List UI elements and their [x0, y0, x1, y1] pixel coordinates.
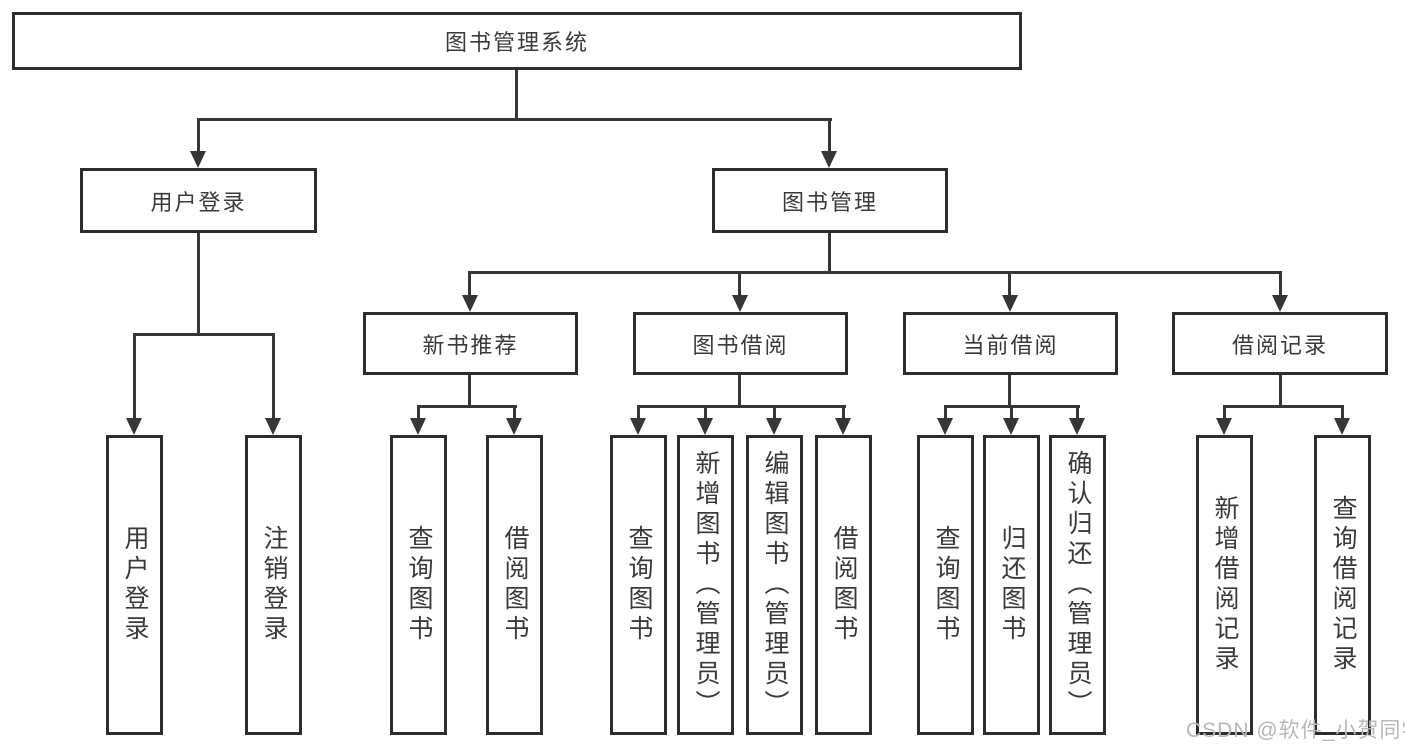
node-label: 编辑图书（管理员） [761, 450, 789, 720]
node-label: 查询图书 [405, 525, 433, 645]
connector-line [515, 70, 518, 120]
connector-line [197, 233, 200, 335]
node-library-management-system: 图书管理系统 [12, 12, 1022, 70]
node-label: 借阅图书 [830, 525, 858, 645]
arrowhead-down [835, 418, 851, 435]
leaf-query-books-borrow: 查询图书 [610, 435, 667, 735]
leaf-edit-books-admin: 编辑图书（管理员） [746, 435, 803, 735]
connector-line [637, 405, 640, 421]
arrowhead-down [126, 418, 142, 435]
arrowhead-down [697, 418, 713, 435]
node-label: 查询图书 [625, 525, 653, 645]
leaf-query-borrow-record: 查询借阅记录 [1314, 435, 1371, 735]
node-label: 注销登录 [260, 525, 288, 645]
arrowhead-down [1272, 295, 1288, 312]
connector-line [1279, 375, 1282, 407]
connector-line [1223, 405, 1344, 408]
connector-line [828, 118, 831, 154]
leaf-query-books-recommend: 查询图书 [390, 435, 447, 735]
leaf-logout: 注销登录 [245, 435, 302, 735]
connector-line [133, 333, 136, 420]
connector-line [468, 271, 471, 297]
node-label: 查询图书 [932, 525, 960, 645]
node-label: 查询借阅记录 [1329, 495, 1357, 675]
node-label: 借阅记录 [1231, 332, 1328, 358]
arrowhead-down [1003, 418, 1019, 435]
connector-line [1279, 271, 1282, 297]
connector-line [417, 405, 517, 408]
leaf-query-books-current: 查询图书 [917, 435, 974, 735]
leaf-user-login: 用户登录 [106, 435, 163, 735]
connector-line [1008, 271, 1011, 297]
node-label: 用户登录 [121, 525, 149, 645]
connector-line [842, 405, 845, 421]
node-label: 图书管理 [781, 189, 878, 215]
arrowhead-down [1069, 418, 1085, 435]
node-current-borrowing: 当前借阅 [903, 312, 1118, 375]
connector-line [1008, 375, 1011, 407]
connector-line [468, 375, 471, 407]
arrowhead-down [1216, 418, 1232, 435]
arrowhead-down [410, 418, 426, 435]
arrowhead-down [821, 151, 837, 168]
arrowhead-down [1334, 418, 1350, 435]
connector-line [944, 405, 947, 421]
connector-line [468, 271, 1282, 274]
connector-line [1076, 405, 1079, 421]
connector-line [1223, 405, 1226, 421]
connector-line [738, 375, 741, 407]
connector-line [197, 118, 200, 154]
leaf-return-books: 归还图书 [983, 435, 1040, 735]
node-label: 当前借阅 [962, 332, 1059, 358]
node-book-management: 图书管理 [712, 168, 948, 233]
connector-line [738, 271, 741, 297]
node-label: 确认归还（管理员） [1064, 450, 1092, 720]
node-user-login: 用户登录 [80, 168, 317, 233]
node-label: 图书借阅 [692, 332, 789, 358]
node-label: 借阅图书 [501, 525, 529, 645]
arrowhead-down [462, 295, 478, 312]
arrowhead-down [265, 418, 281, 435]
arrowhead-down [190, 151, 206, 168]
node-label: 归还图书 [998, 525, 1026, 645]
arrowhead-down [1002, 295, 1018, 312]
leaf-add-books-admin: 新增图书（管理员） [677, 435, 734, 735]
arrowhead-down [766, 418, 782, 435]
connector-line [133, 333, 275, 336]
node-new-book-recommendation: 新书推荐 [363, 312, 578, 375]
arrowhead-down [937, 418, 953, 435]
leaf-confirm-return-admin: 确认归还（管理员） [1049, 435, 1106, 735]
leaf-borrow-books-recommend: 借阅图书 [486, 435, 543, 735]
arrowhead-down [732, 295, 748, 312]
node-borrowing-records: 借阅记录 [1172, 312, 1388, 375]
connector-line [1341, 405, 1344, 421]
arrowhead-down [630, 418, 646, 435]
connector-line [828, 233, 831, 273]
node-book-borrowing: 图书借阅 [633, 312, 848, 375]
connector-line [637, 405, 846, 408]
connector-line [773, 405, 776, 421]
arrowhead-down [506, 418, 522, 435]
leaf-borrow-books: 借阅图书 [815, 435, 872, 735]
csdn-watermark: CSDN @软件_小贺同学 [1186, 719, 1405, 742]
node-label: 新书推荐 [422, 332, 519, 358]
connector-line [513, 405, 516, 421]
node-label: 用户登录 [150, 189, 247, 215]
connector-line [272, 333, 275, 420]
node-label: 新增借阅记录 [1211, 495, 1239, 675]
connector-line [197, 118, 832, 121]
node-label: 图书管理系统 [444, 30, 589, 55]
node-label: 新增图书（管理员） [692, 450, 720, 720]
connector-line [417, 405, 420, 421]
connector-line [704, 405, 707, 421]
leaf-add-borrow-record: 新增借阅记录 [1196, 435, 1253, 735]
connector-line [1010, 405, 1013, 421]
